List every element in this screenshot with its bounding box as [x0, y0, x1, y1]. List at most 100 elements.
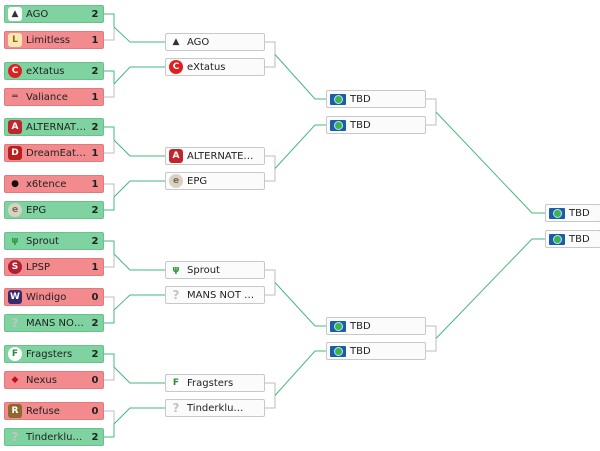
alternate-logo-icon: A	[8, 120, 22, 134]
team-name: MANS NOT …	[187, 289, 255, 301]
round2-team-slot[interactable]: ? MANS NOT …	[165, 286, 265, 304]
team-score: 2	[91, 8, 99, 20]
round2-team-slot[interactable]: ?Tinderklu…	[165, 399, 265, 417]
connector-line	[104, 70, 115, 98]
round1-team-slot[interactable]: ? MANS NOT … 2	[4, 314, 104, 332]
sprout-logo-icon: ψ	[11, 236, 19, 246]
round3-team-slot[interactable]: TBD	[326, 116, 426, 134]
team-name: AGO	[26, 8, 49, 20]
epg-logo-icon: e	[169, 174, 183, 188]
question-icon: ?	[11, 430, 19, 444]
team-name: Valiance	[26, 91, 68, 103]
team-name: TBD	[569, 233, 590, 245]
team-name: eXtatus	[187, 61, 226, 73]
team-name: Tinderklu…	[26, 431, 83, 443]
winner-path	[435, 111, 545, 214]
team-name: EPG	[187, 175, 208, 187]
team-name: TBD	[350, 345, 371, 357]
connector-line	[104, 240, 115, 268]
tbd-icon	[330, 345, 346, 357]
team-name: MANS NOT …	[26, 317, 87, 329]
final-team-slot[interactable]: TBD	[545, 204, 600, 222]
epg-logo-icon: e	[8, 203, 22, 217]
round1-team-slot[interactable]: ═ Valiance 1	[4, 88, 104, 106]
team-name: TBD	[569, 207, 590, 219]
winner-path	[274, 54, 326, 100]
valiance-logo-icon: ═	[12, 92, 18, 102]
round2-team-slot[interactable]: e EPG	[165, 172, 265, 190]
winner-path	[104, 353, 115, 367]
winner-path	[113, 66, 165, 85]
winner-path	[104, 197, 115, 211]
round1-team-slot[interactable]: ?Tinderklu…2	[4, 428, 104, 446]
team-name: Sprout	[187, 264, 220, 276]
nexus-logo-icon: ◆	[11, 375, 19, 385]
team-score: 1	[91, 91, 99, 103]
winner-path	[104, 424, 115, 438]
winner-path	[274, 124, 326, 169]
team-name: LPSP	[26, 261, 50, 273]
round2-team-slot[interactable]: ψ Sprout	[165, 261, 265, 279]
team-score: 1	[91, 261, 99, 273]
winner-path	[274, 282, 326, 327]
winner-path	[104, 13, 115, 27]
team-name: Fragsters	[26, 348, 73, 360]
fragsters-logo-icon: F	[8, 347, 22, 361]
connector-line	[104, 353, 115, 381]
windigo-logo-icon: W	[8, 290, 22, 304]
team-score: 1	[91, 34, 99, 46]
extatus-logo-icon: C	[169, 60, 183, 74]
question-icon: ?	[172, 288, 180, 302]
sprout-logo-icon: ψ	[172, 265, 180, 275]
team-score: 1	[91, 178, 99, 190]
connector-line	[265, 155, 276, 182]
tbd-icon	[330, 119, 346, 131]
team-name: TBD	[350, 93, 371, 105]
final-team-slot[interactable]: TBD	[545, 230, 600, 248]
winner-path	[113, 253, 165, 271]
round2-team-slot[interactable]: ▲AGO	[165, 33, 265, 51]
tbd-icon	[549, 233, 565, 245]
winner-path	[104, 126, 115, 140]
winner-path	[113, 366, 165, 384]
team-name: Refuse	[26, 405, 60, 417]
team-name: eXtatus	[26, 65, 65, 77]
winner-path	[274, 350, 326, 396]
connector-line	[265, 41, 276, 68]
team-name: Limitless	[26, 34, 71, 46]
team-score: 2	[91, 317, 99, 329]
connector-line	[426, 325, 437, 352]
team-name: DreamEate…	[26, 147, 87, 159]
team-score: 0	[91, 405, 99, 417]
team-name: Windigo	[26, 291, 67, 303]
team-score: 0	[91, 374, 99, 386]
round3-team-slot[interactable]: TBD	[326, 317, 426, 335]
team-name: x6tence	[26, 178, 67, 190]
team-score: 2	[91, 204, 99, 216]
tbd-icon	[549, 207, 565, 219]
round3-team-slot[interactable]: TBD	[326, 90, 426, 108]
question-icon: ?	[11, 316, 19, 330]
winner-path	[113, 139, 165, 157]
round3-team-slot[interactable]: TBD	[326, 342, 426, 360]
team-name: TBD	[350, 119, 371, 131]
winner-path	[113, 407, 165, 425]
connector-line	[426, 98, 437, 126]
